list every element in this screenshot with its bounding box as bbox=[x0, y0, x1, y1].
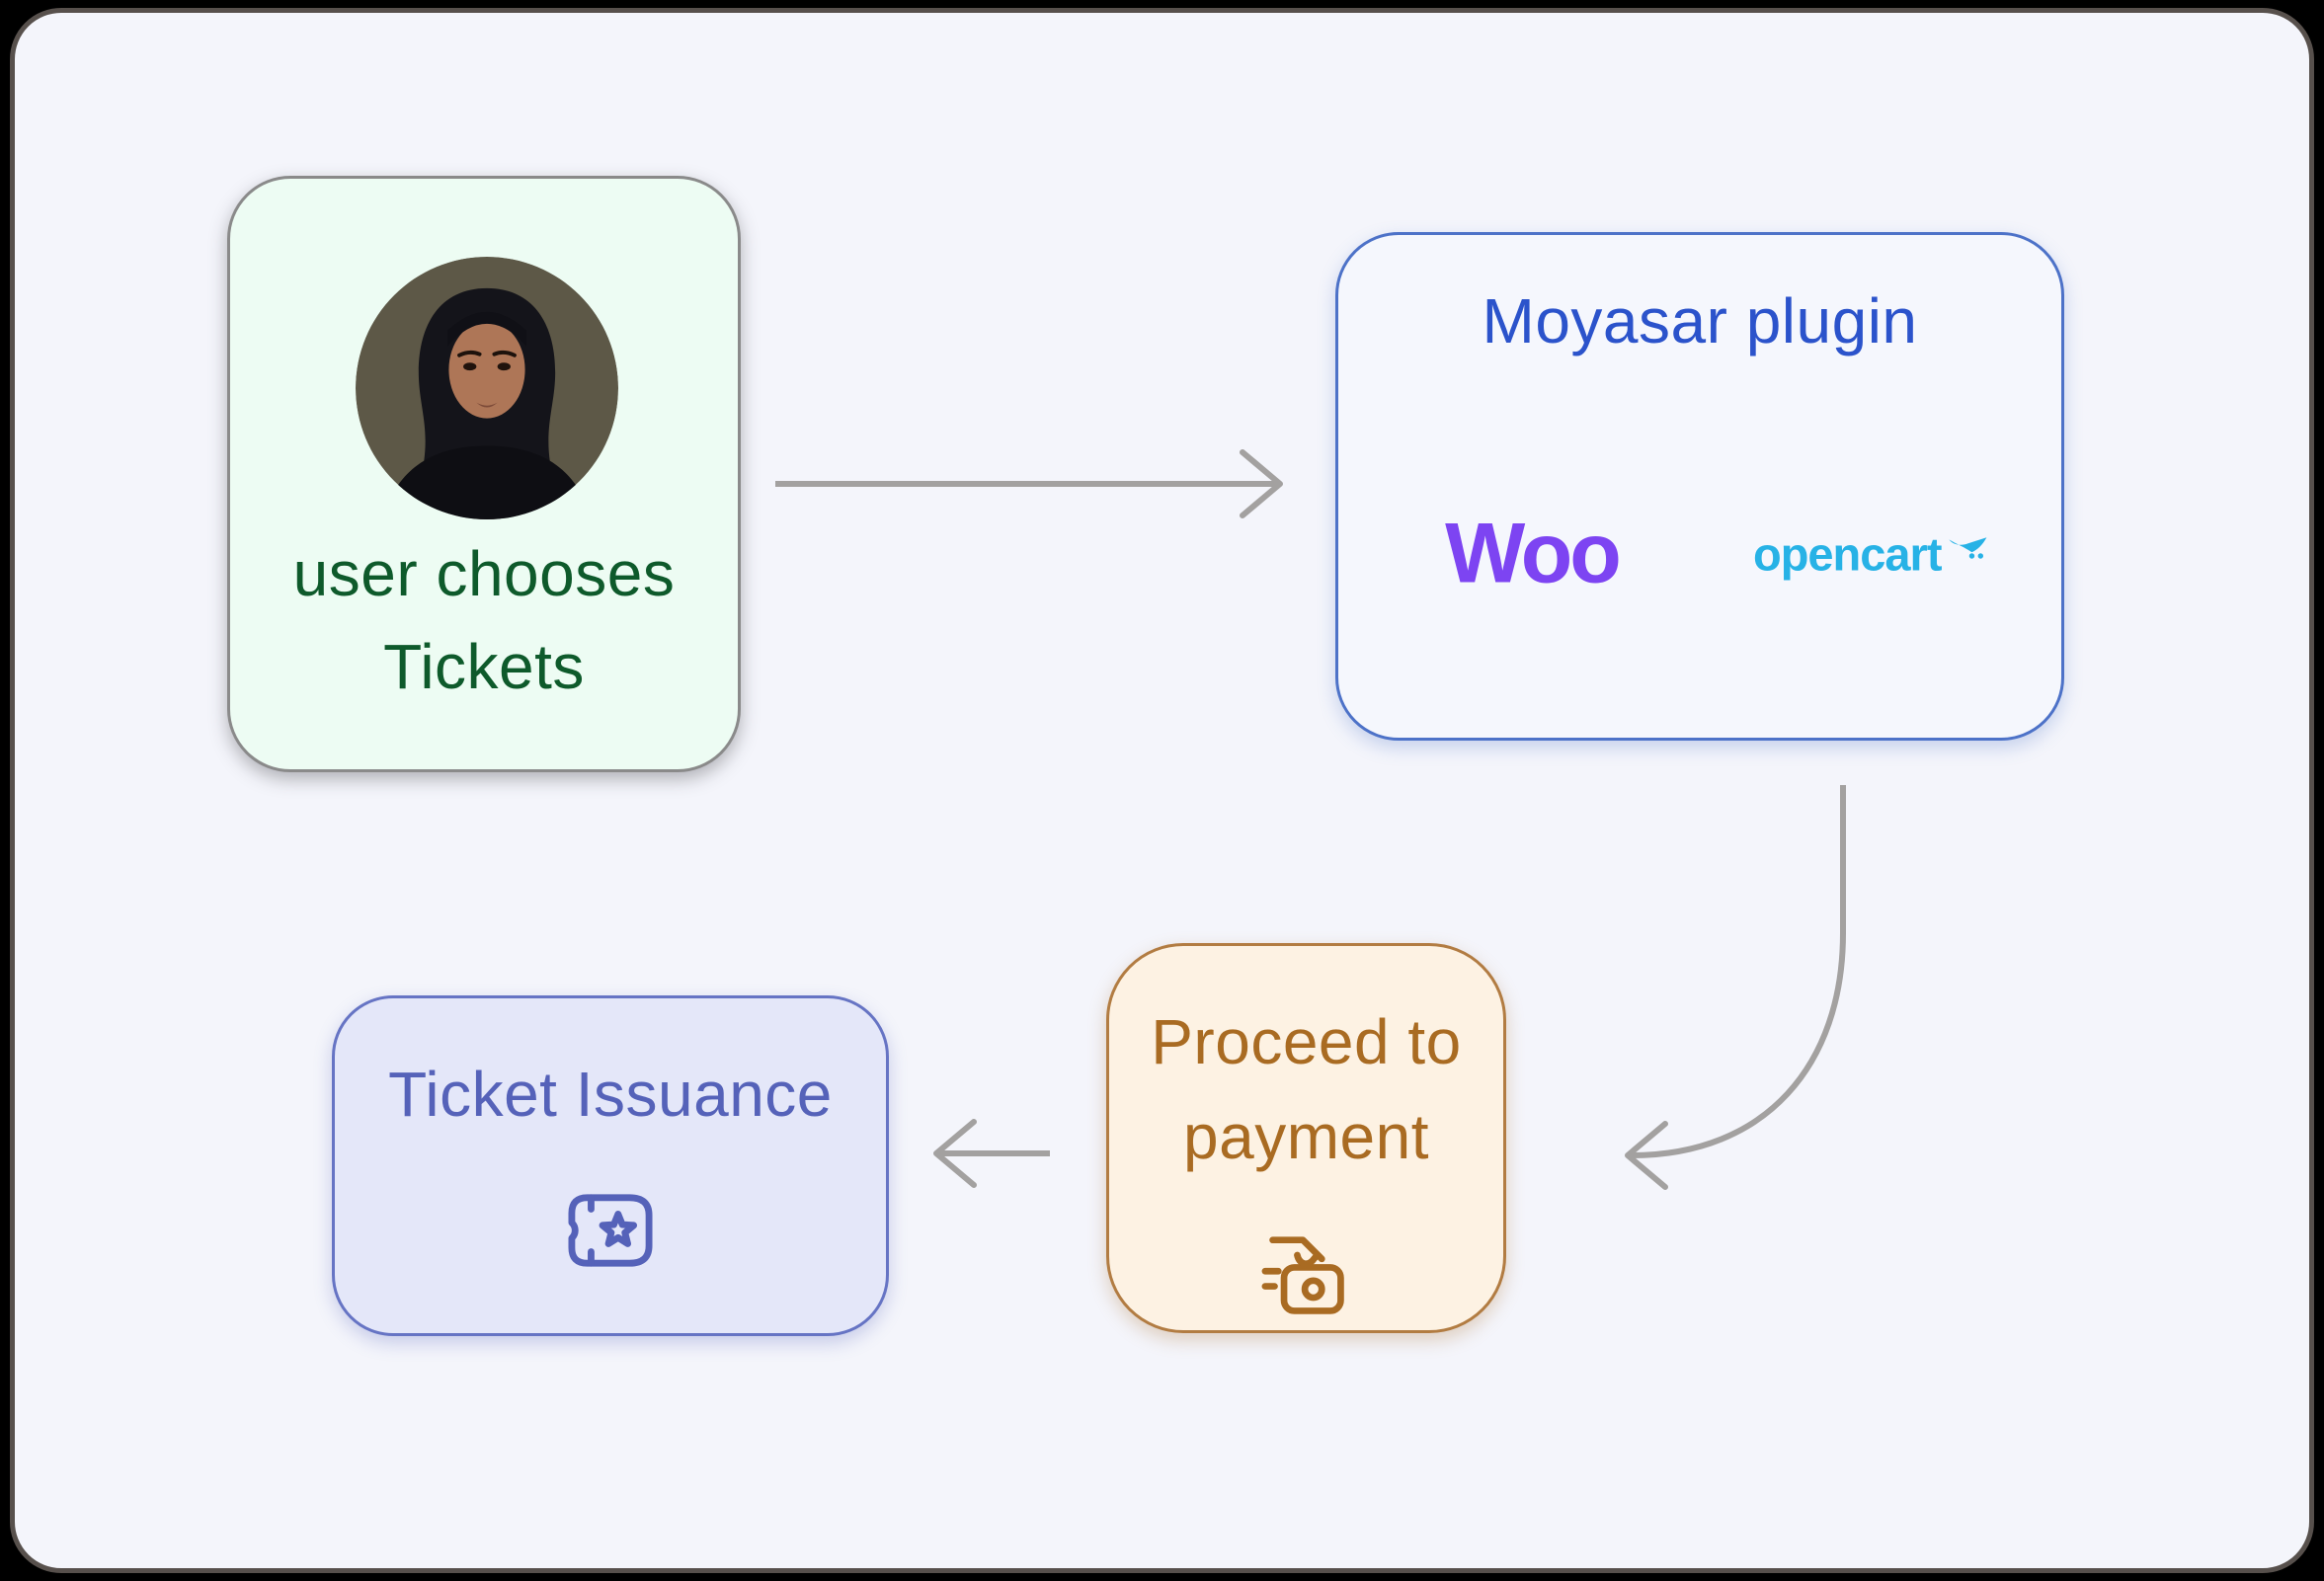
payment-node-label-line2: payment bbox=[1183, 1101, 1429, 1172]
node-user-chooses-tickets: user chooses Tickets bbox=[227, 176, 741, 772]
user-avatar bbox=[356, 257, 618, 519]
ticket-star-icon bbox=[568, 1194, 653, 1267]
node-ticket-issuance: Ticket Issuance bbox=[332, 995, 889, 1336]
payment-node-label-line1: Proceed to bbox=[1151, 1006, 1462, 1077]
user-node-label-line2: Tickets bbox=[383, 631, 585, 702]
woman-hijab-portrait-illustration bbox=[356, 257, 618, 519]
node-moyasar-plugin: Moyasar plugin Woo opencart bbox=[1335, 232, 2064, 741]
opencart-logo-text: opencart bbox=[1753, 527, 1942, 581]
hand-card-payment-icon bbox=[1261, 1236, 1344, 1314]
ticket-node-title: Ticket Issuance bbox=[388, 1059, 833, 1130]
user-node-label-line1: user chooses bbox=[292, 538, 676, 609]
node-proceed-to-payment: Proceed to payment bbox=[1106, 943, 1506, 1333]
woocommerce-logo: Woo bbox=[1445, 506, 1622, 601]
opencart-cart-icon bbox=[1948, 536, 1986, 559]
plugin-node-title: Moyasar plugin bbox=[1482, 285, 1918, 356]
opencart-logo: opencart bbox=[1753, 527, 1990, 582]
